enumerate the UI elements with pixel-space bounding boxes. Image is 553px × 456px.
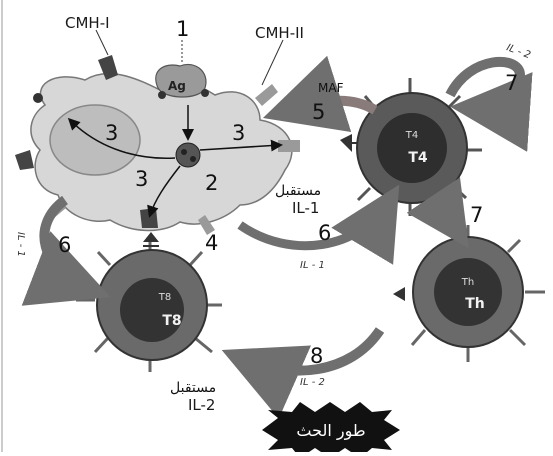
processing-complex xyxy=(176,143,200,167)
maf-label: MAF xyxy=(318,81,344,95)
step-4: 4 xyxy=(205,231,218,255)
receptor-il1-arabic: مستقبل xyxy=(275,183,321,199)
step-6: 6 xyxy=(58,233,71,257)
antigen-dot xyxy=(33,93,43,103)
antigen-dot xyxy=(201,89,209,97)
t8-cell: T8 T8 xyxy=(76,240,222,372)
step-6: 6 xyxy=(318,221,331,245)
step-3: 3 xyxy=(135,167,148,191)
induction-phase-badge: طور الحث xyxy=(262,402,400,452)
tcr-receptor-t8 xyxy=(143,232,159,242)
th-label: Th xyxy=(465,296,485,312)
step-1: 1 xyxy=(176,17,189,41)
step-2: 2 xyxy=(205,171,218,195)
t4-cell: T4 T4 xyxy=(357,78,482,216)
il1-arrow-label: IL - 1 xyxy=(300,260,325,271)
cmh1-label: CMH-I xyxy=(65,14,110,32)
t4-to-th-arrow-7 xyxy=(440,205,460,235)
th-small-label: Th xyxy=(461,277,474,288)
tcr-receptor-th xyxy=(393,287,405,301)
t8-small-label: T8 xyxy=(158,292,171,303)
step-7: 7 xyxy=(470,203,483,227)
step-8: 8 xyxy=(310,344,323,368)
t4-label: T4 xyxy=(408,150,428,166)
maf-arrow xyxy=(282,101,375,112)
receptor-il2-label: IL-2 xyxy=(188,396,215,414)
step-5: 5 xyxy=(312,100,325,124)
th-cell: Th Th xyxy=(412,225,545,362)
step-3: 3 xyxy=(232,121,245,145)
antigen-label: Ag xyxy=(168,79,186,93)
phase-label: طور الحث xyxy=(296,421,365,441)
cmh2-label: CMH-II xyxy=(255,24,304,42)
antigen-dot xyxy=(158,91,166,99)
step-7: 7 xyxy=(505,71,518,95)
receptor-il2-arabic: مستقبل xyxy=(170,380,216,396)
receptor-il1-label: IL-1 xyxy=(292,199,319,217)
t4-small-label: T4 xyxy=(405,130,418,141)
il1-side-label: IL - 1 xyxy=(15,232,26,257)
t8-label: T8 xyxy=(162,313,181,329)
step-3: 3 xyxy=(105,121,118,145)
tcr-receptor-t4 xyxy=(340,134,352,152)
il2-arrow-label: IL - 2 xyxy=(300,377,325,388)
